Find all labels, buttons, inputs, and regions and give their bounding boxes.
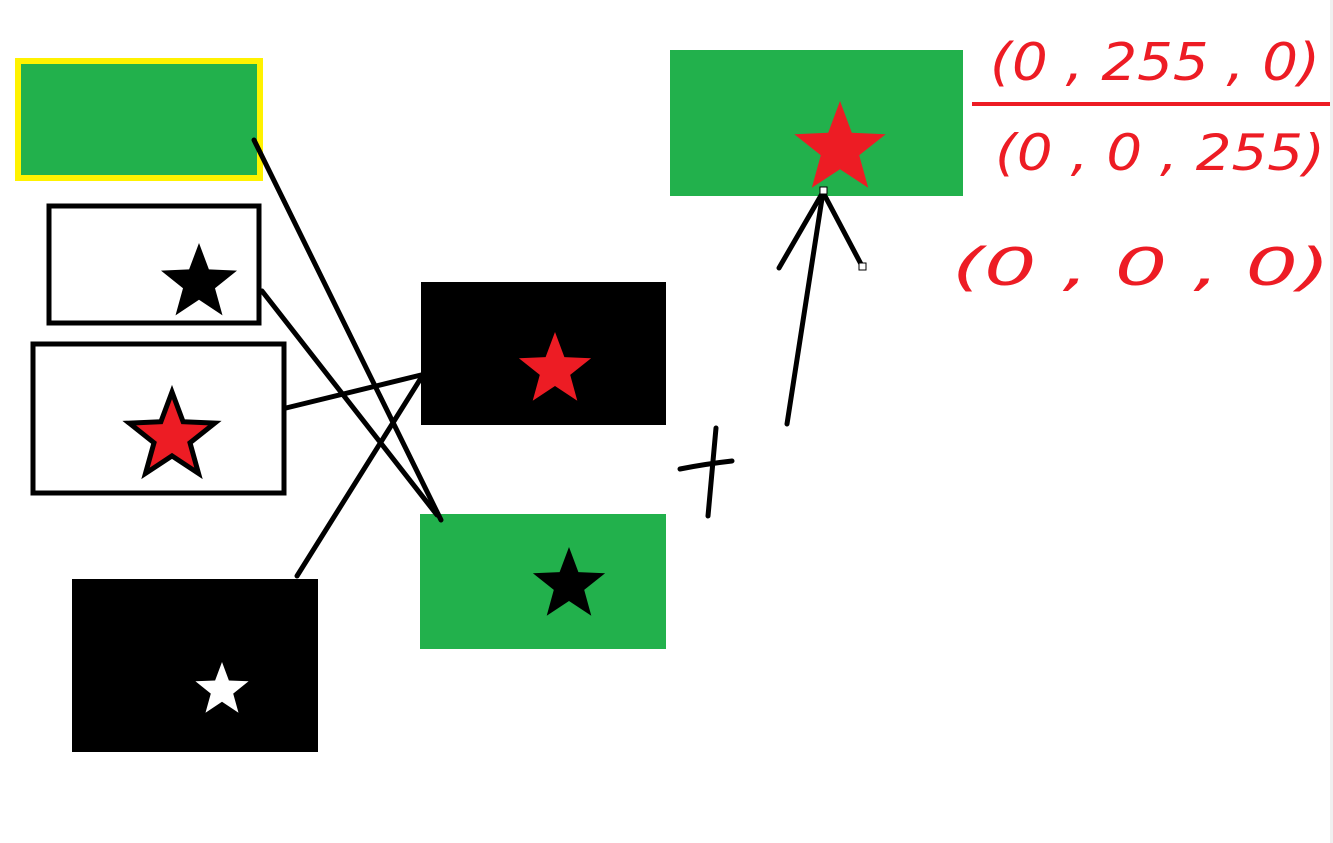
white-red-star-swatch [30,341,287,496]
plus-horizontal-stroke [677,458,735,472]
black-red-star-combo [421,282,666,425]
arrow-shaft [784,189,826,427]
plus-vertical-stroke [705,425,719,519]
window-edge [1330,0,1333,843]
red-star-icon [794,101,886,188]
green-black-star-combo [420,514,666,649]
plus-operator: + [677,425,735,519]
arrow-handle [858,262,867,271]
white-black-star-swatch [46,203,262,326]
connector-line [294,375,424,579]
connector-line [259,288,440,518]
black-white-star-panel [72,579,318,752]
black-star-icon [532,547,606,616]
green-selected-swatch [15,58,263,181]
connector-line [251,137,444,523]
white-red-star-panel [30,341,287,496]
annotation-blue-value: (0 , 0 , 255) [995,124,1325,182]
black-white-star-swatch [72,579,318,752]
black-star-icon [161,243,237,316]
red-star-icon [122,384,222,480]
arrow-head-right [822,193,865,269]
white-black-star-panel [46,203,262,326]
connector-line [283,372,424,411]
white-star-icon [195,662,249,713]
green-red-star-result-panel [670,50,963,196]
rgb-annotations: (0 , 255 , 0) (0 , 0 , 255) (0 , 0 , 0) [952,33,1330,298]
connector-lines [251,137,444,579]
annotation-green-value: (0 , 255 , 0) [990,33,1320,93]
arrow-handle [819,186,828,195]
green-black-star-panel [420,514,666,649]
result-arrow [776,189,865,427]
black-red-star-panel [421,282,666,425]
red-star-icon [518,332,592,401]
arrow-head-left [776,189,826,271]
annotation-black-value: (0 , 0 , 0) [952,238,1330,298]
